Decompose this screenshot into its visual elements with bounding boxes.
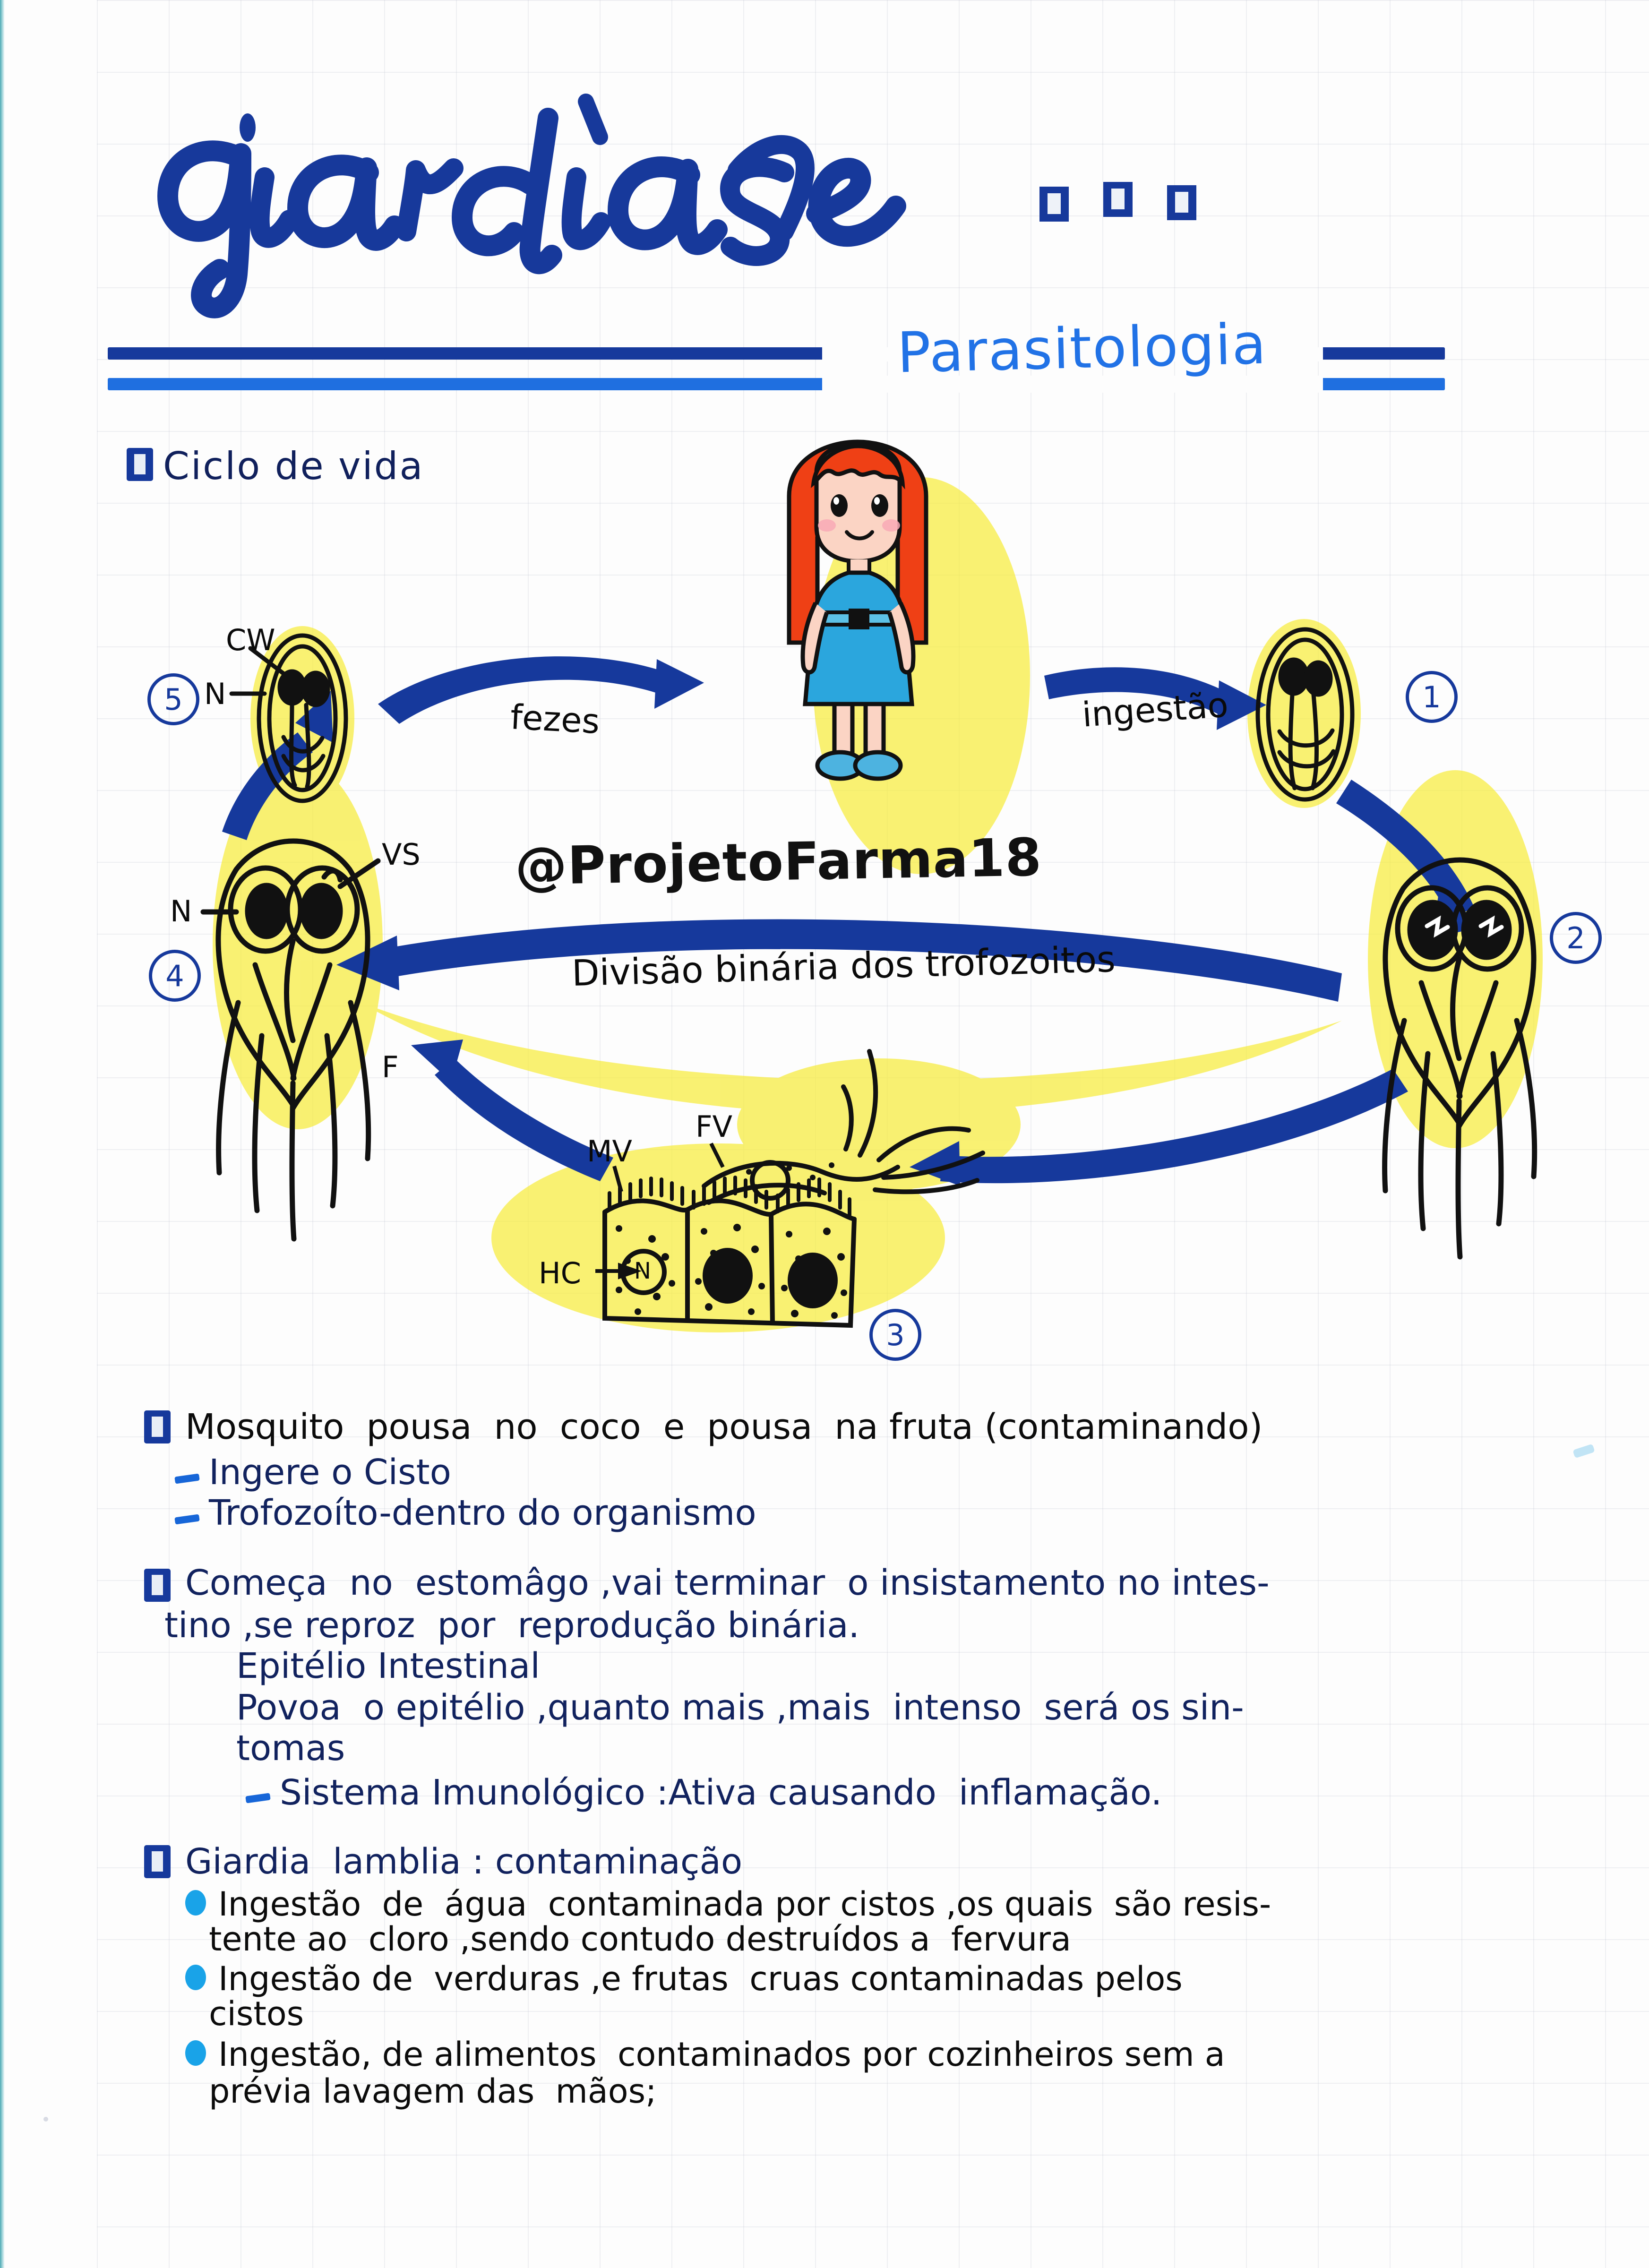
rule-gap-lower [822,376,1323,393]
note-bullet-2 [144,1569,171,1602]
trophozoite-label-vs: VS [382,837,421,872]
note-3-sub-1: Ingestão de água contaminada por cistos … [218,1885,1271,1924]
heading-bullet-ciclo [127,448,153,481]
note-3-sub-3-cont: prévia lavagem das mãos; [209,2072,657,2111]
page-title [123,76,1351,318]
note-3-line-1: Giardia lamblia : contaminação [185,1841,743,1882]
stage-number-3: 3 [869,1309,921,1361]
epithelium-label-hc: HC [539,1256,581,1290]
trophozoite-label-n: N [170,894,192,928]
girl-illustration [756,439,959,799]
note-1-sub-1: Ingere o Cisto [209,1452,451,1493]
watermark-handle: @ProjetoFarma18 [514,827,1043,897]
note-3-sub-1-cont: tente ao cloro ,sendo contudo destruídos… [209,1920,1071,1959]
note-2-sub-1: Sistema Imunológico :Ativa causando infl… [280,1772,1162,1813]
page-left-edge [0,0,5,2268]
trophozoite-label-f: F [382,1050,399,1084]
note-bullet-3 [144,1845,171,1878]
note-bullet-1 [144,1410,171,1443]
stage-number-5: 5 [147,673,199,725]
note-3-sub-bullet-1 [185,1890,206,1916]
note-2-line-1: Começa no estomâgo ,vai terminar o insis… [185,1563,1270,1603]
page-subtitle: Parasitologia [896,311,1268,386]
stage-number-1: 1 [1406,671,1458,723]
note-3-sub-bullet-3 [185,2040,206,2066]
note-2-line-2: tino ,se reproz por reprodução binária. [164,1605,860,1646]
title-square-2 [1103,182,1133,217]
note-3-sub-2: Ingestão de verduras ,e frutas cruas con… [218,1959,1183,1998]
epithelium-label-n: N [634,1258,651,1284]
cyst-label-cw: CW [226,623,275,657]
note-1-line-1: Mosquito pousa no coco e pousa na fruta … [185,1407,1263,1447]
stage-number-4: 4 [149,950,201,1002]
note-2-line-5: tomas [236,1728,345,1769]
note-3-sub-3: Ingestão, de alimentos contaminados por … [218,2035,1225,2074]
note-3-sub-bullet-2 [185,1965,206,1990]
cyst-label-n: N [204,677,226,711]
note-3-sub-2-cont: cistos [209,1994,304,2033]
paper-speck [43,2117,48,2122]
note-1-sub-2: Trofozoíto-dentro do organismo [209,1493,756,1533]
note-2-line-4: Povoa o epitélio ,quanto mais ,mais inte… [236,1687,1244,1728]
epithelium-label-fv: FV [696,1109,733,1144]
life-cycle-diagram: 5 1 2 3 4 CW N VS N F MV FV HC N fezes i… [94,472,1606,1394]
title-square-3 [1167,185,1196,220]
arrow-label-fezes: fezes [509,697,601,741]
title-square-1 [1039,187,1069,222]
stage-number-2: 2 [1550,912,1602,964]
rule-gap-upper [822,347,1323,361]
epithelium-label-mv: MV [587,1134,632,1168]
note-2-line-3: Epitélio Intestinal [236,1646,540,1686]
heading-ciclo-de-vida: Ciclo de vida [163,444,424,488]
